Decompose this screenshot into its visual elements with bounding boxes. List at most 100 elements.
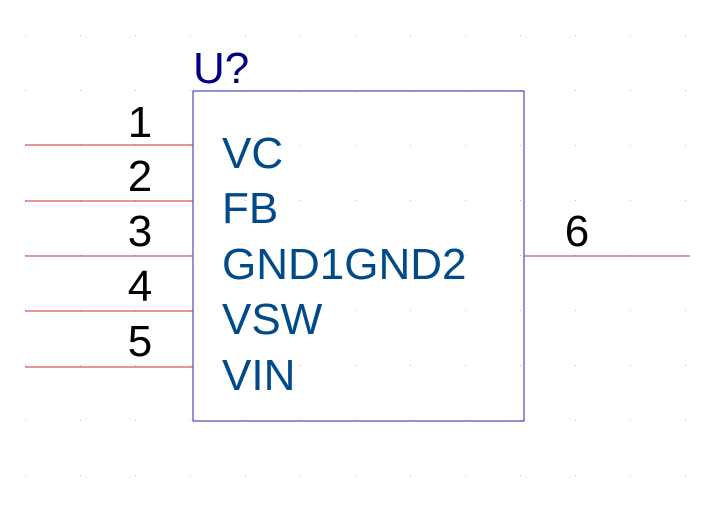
grid-dot <box>355 475 356 476</box>
grid-dot <box>25 365 26 366</box>
grid-dot <box>245 475 246 476</box>
pin-1[interactable]: 1 VC <box>25 98 283 178</box>
grid-dot <box>245 310 246 311</box>
reference-designator[interactable]: U? <box>193 44 249 93</box>
grid-dot <box>300 145 301 146</box>
pin-5-name: VIN <box>222 351 295 400</box>
grid-dot <box>135 90 136 91</box>
grid-dot <box>520 200 521 201</box>
grid-dot <box>575 200 576 201</box>
grid-dot <box>300 365 301 366</box>
grid-dot <box>80 420 81 421</box>
grid-dot <box>80 35 81 36</box>
pin-5-number: 5 <box>128 317 152 366</box>
grid-dot <box>685 145 686 146</box>
grid-dot <box>135 420 136 421</box>
grid-dot <box>355 145 356 146</box>
grid-dot <box>25 35 26 36</box>
pin-1-number: 1 <box>128 98 152 147</box>
pin-3[interactable]: 3 GND1GND2 <box>25 207 467 289</box>
grid-dot <box>685 475 686 476</box>
grid-dot <box>355 255 356 256</box>
grid-dot <box>465 35 466 36</box>
grid-dot <box>135 35 136 36</box>
grid-dot <box>245 365 246 366</box>
pin-2-number: 2 <box>128 152 152 201</box>
grid-dot <box>630 365 631 366</box>
grid-dot <box>520 365 521 366</box>
grid-dot <box>410 365 411 366</box>
grid-dot <box>520 310 521 311</box>
grid-dot <box>520 145 521 146</box>
grid-dot <box>465 200 466 201</box>
grid-dot <box>25 475 26 476</box>
grid-dot <box>575 475 576 476</box>
grid-dot <box>685 310 686 311</box>
pin-6[interactable]: 6 <box>524 207 690 257</box>
grid-dot <box>190 90 191 91</box>
grid-dot <box>520 35 521 36</box>
grid-dot <box>80 90 81 91</box>
grid-dot <box>410 35 411 36</box>
grid-dot <box>575 365 576 366</box>
grid-dot <box>300 200 301 201</box>
grid-dot <box>685 420 686 421</box>
grid-dot <box>300 310 301 311</box>
grid-dot <box>465 310 466 311</box>
grid-dot <box>575 420 576 421</box>
grid-dot <box>575 310 576 311</box>
grid-dot <box>630 310 631 311</box>
pin-1-name: VC <box>222 129 283 178</box>
grid-dot <box>685 200 686 201</box>
grid-dot <box>630 200 631 201</box>
pin-2[interactable]: 2 FB <box>25 152 278 233</box>
grid-dot <box>410 145 411 146</box>
grid-dot <box>300 255 301 256</box>
grid-dot <box>190 475 191 476</box>
grid-dot <box>410 255 411 256</box>
grid-dot <box>190 420 191 421</box>
grid-dot <box>575 35 576 36</box>
pin-2-name: FB <box>222 184 278 233</box>
grid-dot <box>685 90 686 91</box>
grid-dot <box>465 255 466 256</box>
grid-dot <box>630 475 631 476</box>
grid-dot <box>80 365 81 366</box>
grid-dot <box>25 90 26 91</box>
grid-dot <box>410 200 411 201</box>
grid-dot <box>685 365 686 366</box>
grid-dot <box>135 475 136 476</box>
pin-3-name: GND1GND2 <box>222 240 467 289</box>
pin-6-number: 6 <box>565 207 589 256</box>
grid-dot <box>25 420 26 421</box>
grid-dot <box>520 255 521 256</box>
grid-dot <box>630 420 631 421</box>
grid-dot <box>300 35 301 36</box>
pin-3-number: 3 <box>128 207 152 256</box>
grid-dot <box>465 475 466 476</box>
grid-dot <box>630 145 631 146</box>
grid-dot <box>355 365 356 366</box>
grid-dot <box>245 255 246 256</box>
grid-dot <box>355 310 356 311</box>
grid-dot <box>300 475 301 476</box>
grid-dot <box>245 35 246 36</box>
grid-dot <box>575 145 576 146</box>
grid-dot <box>410 475 411 476</box>
pin-4-number: 4 <box>128 262 152 311</box>
grid-dot <box>80 475 81 476</box>
grid-dot <box>685 35 686 36</box>
grid-dot <box>135 365 136 366</box>
grid-dot <box>575 90 576 91</box>
pin-4-name: VSW <box>222 295 323 344</box>
grid-dot <box>190 35 191 36</box>
grid-dot <box>410 310 411 311</box>
grid-dot <box>465 145 466 146</box>
pin-5[interactable]: 5 VIN <box>25 317 295 400</box>
pin-4[interactable]: 4 VSW <box>25 262 323 344</box>
grid-dot <box>190 365 191 366</box>
grid-dot <box>630 90 631 91</box>
grid-dot <box>355 35 356 36</box>
grid-dot <box>630 35 631 36</box>
